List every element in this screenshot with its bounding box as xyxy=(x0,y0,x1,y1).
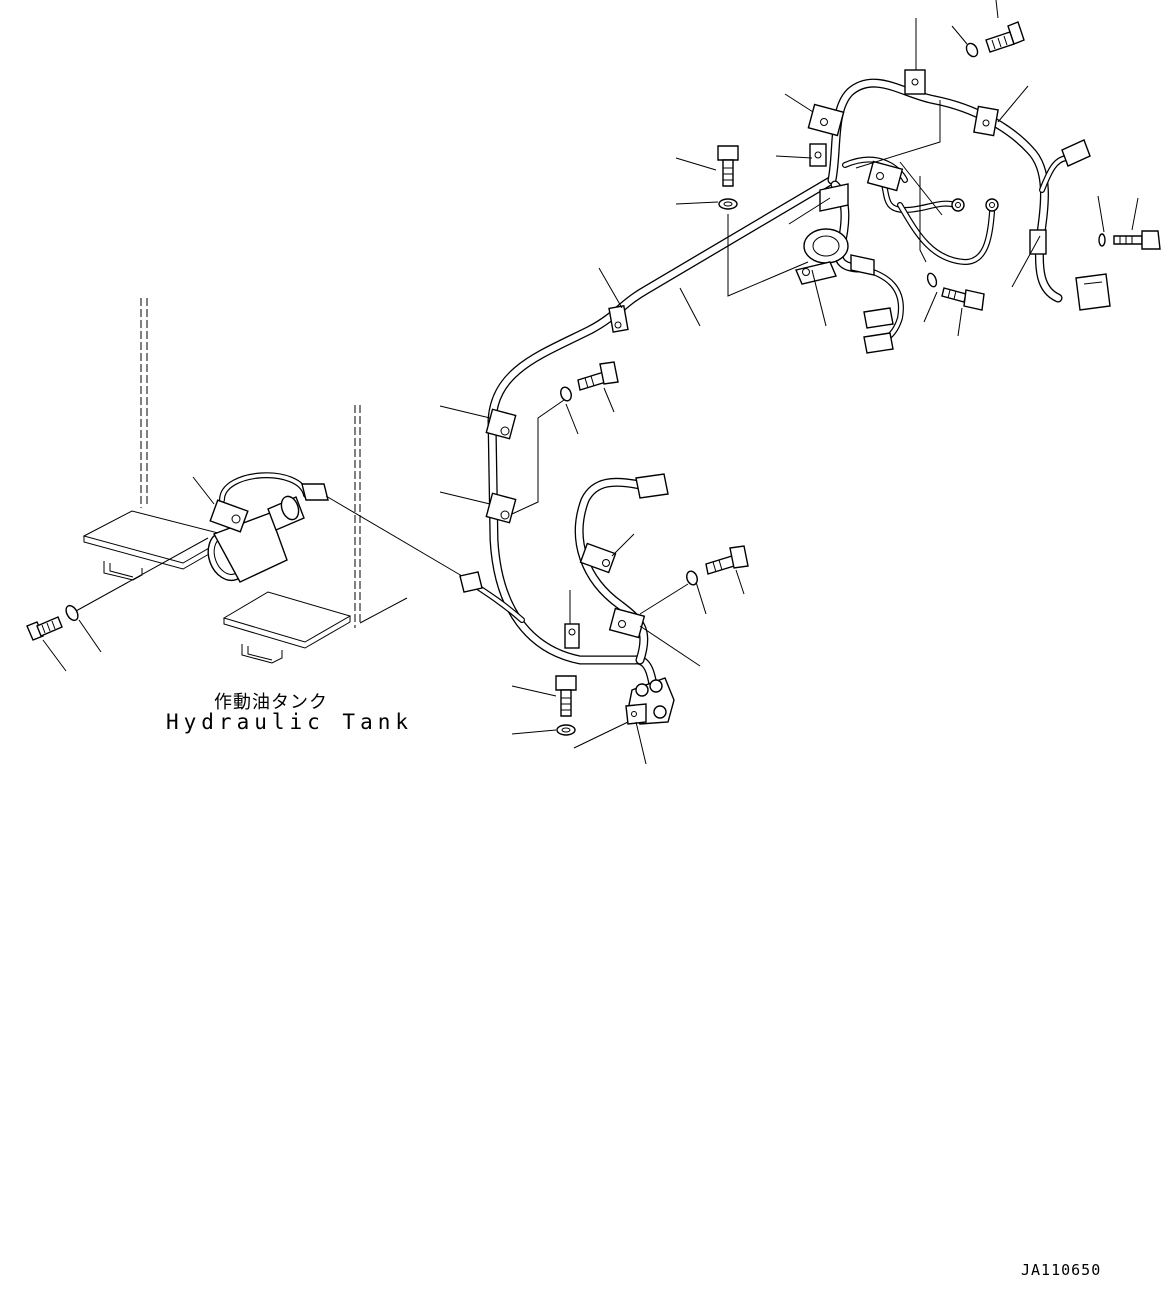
hydraulic-tank-outline xyxy=(140,298,408,628)
bolt-tank xyxy=(26,616,67,672)
washers xyxy=(556,42,1106,736)
tank-sensor xyxy=(192,472,329,583)
leader-lines xyxy=(439,0,1139,765)
hydraulic-tank-label-jp: 作動油タンク xyxy=(214,692,328,713)
harness-connectors xyxy=(459,139,1111,593)
washer-tank xyxy=(65,537,209,653)
drawing-code: JA110650 xyxy=(1021,1261,1102,1279)
main-harness xyxy=(467,78,1069,695)
center-bracket xyxy=(795,183,849,285)
tank-mount-foot-right xyxy=(222,591,352,664)
harness-clamps xyxy=(485,69,1047,649)
bottom-switch xyxy=(625,677,675,725)
hydraulic-tank-label-en: Hydraulic Tank xyxy=(166,710,414,734)
bolts xyxy=(555,21,1161,717)
tank-mount-foot-left xyxy=(82,510,232,581)
